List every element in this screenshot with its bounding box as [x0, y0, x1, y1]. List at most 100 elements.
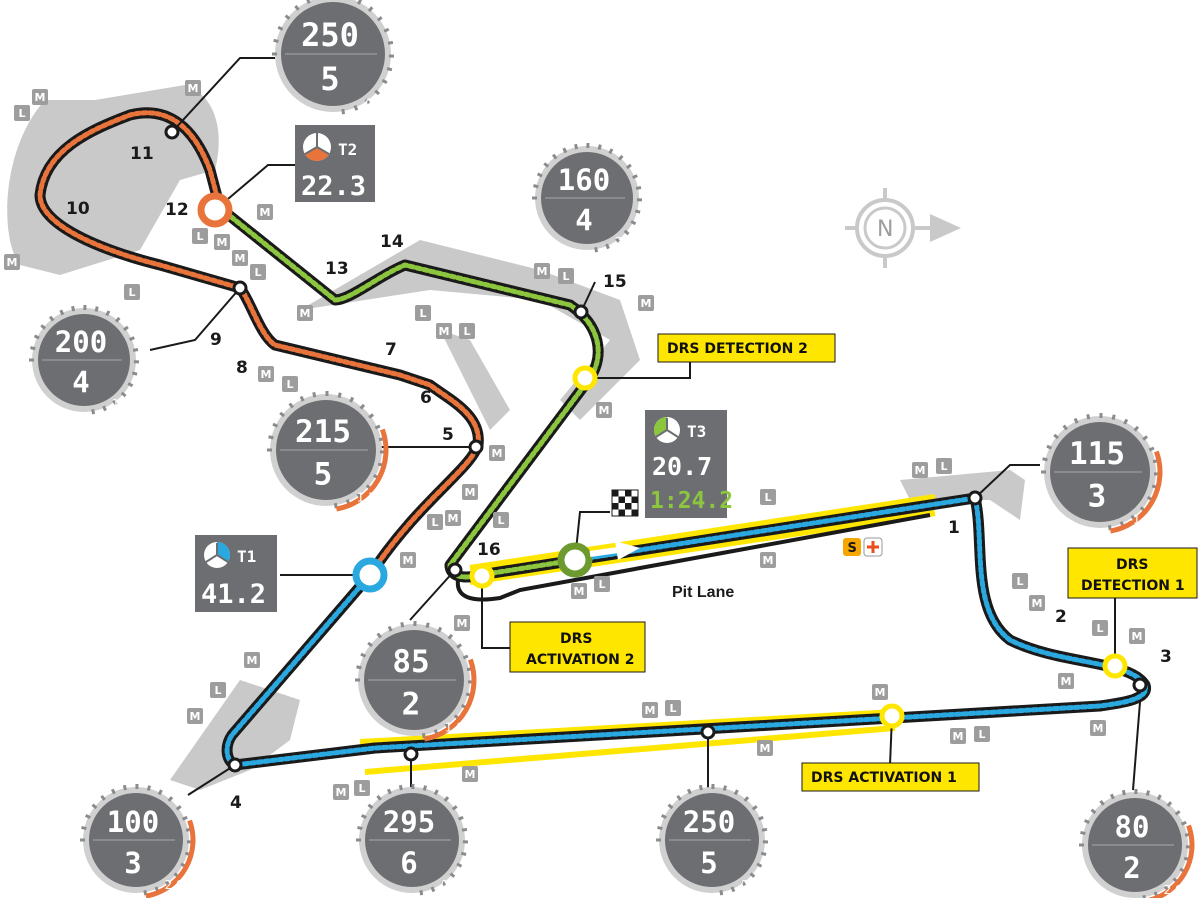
drs-detection-2-label: DRS DETECTION 2	[657, 333, 836, 363]
marker-m: M	[950, 728, 966, 744]
marker-m: M	[571, 583, 587, 599]
marker-m: M	[4, 254, 20, 270]
gauge-speed: 250	[301, 16, 359, 54]
compass-icon: N	[845, 188, 961, 268]
marker-m: M	[872, 684, 888, 700]
pit-lane-line	[455, 513, 931, 602]
svg-text:L: L	[358, 782, 365, 795]
svg-text:M: M	[953, 730, 964, 743]
gauge-ticks	[80, 783, 193, 896]
marker-l: L	[1092, 620, 1108, 636]
drs-det2-point	[572, 365, 598, 391]
node-t1	[967, 490, 983, 506]
node-t5	[468, 439, 484, 455]
gauge-redline	[1109, 450, 1163, 534]
marker-m: M	[462, 484, 478, 500]
svg-text:M: M	[261, 368, 272, 381]
drs-zones	[359, 494, 936, 775]
marker-m: M	[534, 263, 550, 279]
drs-zone-main-straight	[469, 494, 936, 571]
marker-m: M	[257, 204, 273, 220]
svg-text:L: L	[978, 728, 985, 741]
svg-text:L: L	[764, 491, 771, 504]
marker-m: M	[1090, 720, 1106, 736]
sector-box-t1: T1 41.2	[195, 535, 277, 612]
marker-l: L	[250, 264, 266, 280]
turn-label-13: 13	[325, 259, 349, 279]
svg-text:M: M	[247, 654, 258, 667]
node-b2	[700, 724, 716, 740]
gauge-ticks	[356, 783, 469, 896]
compass-n-label: N	[877, 217, 893, 242]
drs-activation-1-text: DRS ACTIVATION 1	[811, 770, 957, 786]
gauge-gear: 5	[314, 457, 333, 493]
svg-text:M: M	[875, 686, 886, 699]
sector-t1-label: T1	[237, 547, 256, 566]
node-t3	[1132, 677, 1148, 693]
gauge-speed: 250	[683, 805, 735, 839]
svg-text:L: L	[196, 230, 203, 243]
gauge-ticks	[656, 783, 769, 896]
gauge-gforce: 1.5	[357, 491, 376, 505]
svg-text:M: M	[492, 447, 503, 460]
turn-label-6: 6	[420, 388, 432, 408]
marker-m: M	[1129, 628, 1145, 644]
svg-text:M: M	[1061, 675, 1072, 688]
gauge-speed: 200	[55, 325, 107, 359]
turn-label-9: 9	[210, 330, 222, 350]
start-finish-point	[557, 542, 593, 578]
svg-text:M: M	[188, 82, 199, 95]
sector-t2-pie	[304, 147, 330, 161]
marker-m: M	[400, 552, 416, 568]
svg-text:L: L	[431, 516, 438, 529]
gauge-gforce: 2.0	[165, 878, 184, 892]
gauge-speed: 80	[1115, 810, 1150, 844]
svg-text:L: L	[214, 684, 221, 697]
svg-text:L: L	[940, 460, 947, 473]
drs-act1-point	[879, 703, 905, 729]
sector-t2-label: T2	[338, 140, 357, 159]
svg-text:M: M	[645, 704, 656, 717]
safety-marker-label: S	[848, 541, 857, 556]
drs-zone-back-line	[364, 725, 896, 775]
runoff-t13-t15	[300, 240, 640, 420]
sector-t1-point	[352, 557, 388, 593]
sector-t3-time: 20.7	[652, 452, 712, 481]
svg-text:M: M	[190, 710, 201, 723]
speed-gauges: 25050.116042.120041.521551.51153-1.08521…	[29, 0, 1195, 898]
turn-label-2: 2	[1055, 607, 1067, 627]
marker-m: M	[596, 402, 612, 418]
gauge-ticks	[532, 142, 643, 253]
gauge-redline	[335, 428, 389, 512]
gauge-gear: 2	[402, 687, 421, 723]
gauge-speed: 100	[107, 805, 159, 839]
node-t15	[573, 304, 589, 320]
marker-l: L	[558, 268, 574, 284]
gauge-gforce: 1.0	[445, 721, 464, 735]
svg-text:M: M	[439, 325, 450, 338]
marker-l: L	[459, 323, 475, 339]
drs-zone-back-straight	[359, 709, 896, 745]
svg-text:M: M	[1132, 630, 1143, 643]
turn-label-14: 14	[380, 232, 404, 252]
turn-label-4: 4	[230, 793, 242, 813]
svg-text:M: M	[465, 486, 476, 499]
marker-m: M	[1029, 595, 1045, 611]
marker-l: L	[1012, 573, 1028, 589]
svg-text:M: M	[641, 297, 652, 310]
svg-text:L: L	[419, 307, 426, 320]
svg-text:M: M	[448, 512, 459, 525]
gauge-ticks	[272, 0, 395, 115]
marker-l: L	[192, 228, 208, 244]
marker-m: M	[32, 89, 48, 105]
svg-text:L: L	[598, 578, 605, 591]
gauge-gear: 3	[1088, 479, 1107, 515]
drs-detection-1-line1: DRS	[1116, 557, 1148, 573]
